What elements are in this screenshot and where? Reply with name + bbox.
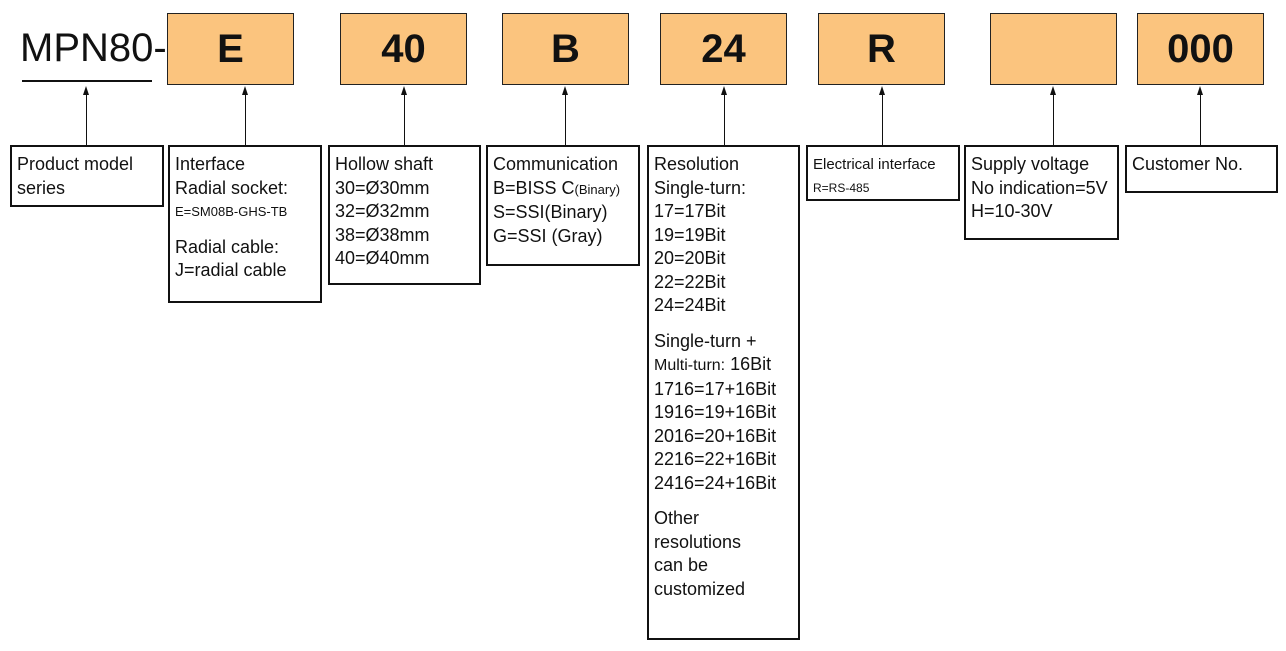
resolution-single-turn: Single-turn: (654, 177, 747, 198)
desc-series-line-1: Product model (17, 154, 134, 174)
desc-resolution: Resolution Single-turn: 17=17Bit 19=19Bi… (647, 145, 800, 640)
resolution-title: Resolution (654, 154, 740, 174)
shaft-option-38: 38=Ø38mm (335, 224, 430, 245)
resolution-single-24: 24=24Bit (654, 295, 726, 315)
arrow-shaft (401, 86, 407, 95)
resolution-multi-title: Single-turn + (654, 330, 757, 351)
resolution-gap-1 (654, 318, 793, 330)
shaft-option-30: 30=Ø30mm (335, 177, 430, 198)
communication-title: Communication (493, 154, 619, 174)
code-supply (990, 13, 1117, 85)
code-resolution: 24 (660, 13, 787, 85)
desc-electrical: Electrical interface R=RS-485 (806, 145, 960, 201)
desc-customer: Customer No. (1125, 145, 1278, 193)
arrow-resolution (721, 86, 727, 95)
shaft-option-40: 40=Ø40mm (335, 248, 430, 268)
desc-series-line-2: series (17, 177, 66, 198)
resolution-other-1: Other (654, 508, 700, 528)
resolution-single-19: 19=19Bit (654, 224, 726, 245)
connector-interface (245, 94, 246, 145)
interface-radial-socket: Radial socket: (175, 177, 289, 198)
resolution-multi-2416: 2416=24+16Bit (654, 472, 777, 493)
resolution-multi-2216: 2216=22+16Bit (654, 449, 777, 469)
model-prefix: MPN80- (20, 26, 167, 70)
connector-communication (565, 94, 566, 145)
interface-gap (175, 224, 315, 236)
desc-supply: Supply voltage No indication=5V H=10-30V (964, 145, 1119, 240)
arrow-customer (1197, 86, 1203, 95)
connector-supply (1053, 94, 1054, 145)
connector-shaft (404, 94, 405, 145)
desc-interface: Interface Radial socket: E=SM08B-GHS-TB … (168, 145, 322, 303)
arrow-series (83, 86, 89, 95)
supply-high: H=10-30V (971, 201, 1053, 221)
connector-series (86, 94, 87, 145)
communication-ssi-gray: G=SSI (Gray) (493, 225, 603, 246)
shaft-option-32: 32=Ø32mm (335, 201, 430, 221)
arrow-electrical (879, 86, 885, 95)
communication-ssi-binary: S=SSI(Binary) (493, 202, 608, 222)
code-communication: B (502, 13, 629, 85)
resolution-other-3: can be (654, 555, 709, 575)
communication-biss-note: (Binary) (574, 181, 621, 197)
resolution-multi-2016: 2016=20+16Bit (654, 425, 777, 446)
supply-title: Supply voltage (971, 154, 1090, 174)
supply-default: No indication=5V (971, 177, 1108, 198)
communication-biss-code: B=BISS C (493, 177, 575, 198)
arrow-interface (242, 86, 248, 95)
shaft-title: Hollow shaft (335, 154, 434, 174)
interface-radial-cable: Radial cable: (175, 236, 280, 257)
desc-shaft: Hollow shaft 30=Ø30mm 32=Ø32mm 38=Ø38mm … (328, 145, 481, 285)
resolution-gap-2 (654, 495, 793, 507)
resolution-multi-turn-label: Multi-turn: (654, 357, 726, 374)
interface-socket-code: E=SM08B-GHS-TB (175, 204, 288, 219)
connector-resolution (724, 94, 725, 145)
resolution-multi-1916: 1916=19+16Bit (654, 402, 777, 422)
resolution-single-22: 22=22Bit (654, 271, 726, 292)
customer-title: Customer No. (1132, 154, 1244, 174)
interface-title: Interface (175, 154, 246, 174)
code-customer: 000 (1137, 13, 1264, 85)
resolution-multi-turn-bits: 16Bit (730, 354, 772, 374)
resolution-multi-1716: 1716=17+16Bit (654, 378, 777, 399)
connector-electrical (882, 94, 883, 145)
electrical-title: Electrical interface (813, 156, 936, 173)
resolution-other-4: customized (654, 578, 746, 599)
desc-communication: Communication B=BISS C(Binary) S=SSI(Bin… (486, 145, 640, 266)
resolution-single-20: 20=20Bit (654, 248, 726, 268)
connector-customer (1200, 94, 1201, 145)
communication-biss: B=BISS C(Binary) (493, 177, 633, 202)
desc-series: Product model series (10, 145, 164, 207)
code-electrical: R (818, 13, 945, 85)
arrow-supply (1050, 86, 1056, 95)
arrow-communication (562, 86, 568, 95)
code-interface: E (167, 13, 294, 85)
electrical-code: R=RS-485 (813, 180, 870, 195)
code-shaft: 40 (340, 13, 467, 85)
model-underline (22, 80, 152, 82)
interface-cable-code: J=radial cable (175, 260, 287, 280)
resolution-other-2: resolutions (654, 531, 742, 552)
resolution-single-17: 17=17Bit (654, 201, 726, 221)
resolution-multi-turn: Multi-turn: 16Bit (654, 353, 793, 378)
